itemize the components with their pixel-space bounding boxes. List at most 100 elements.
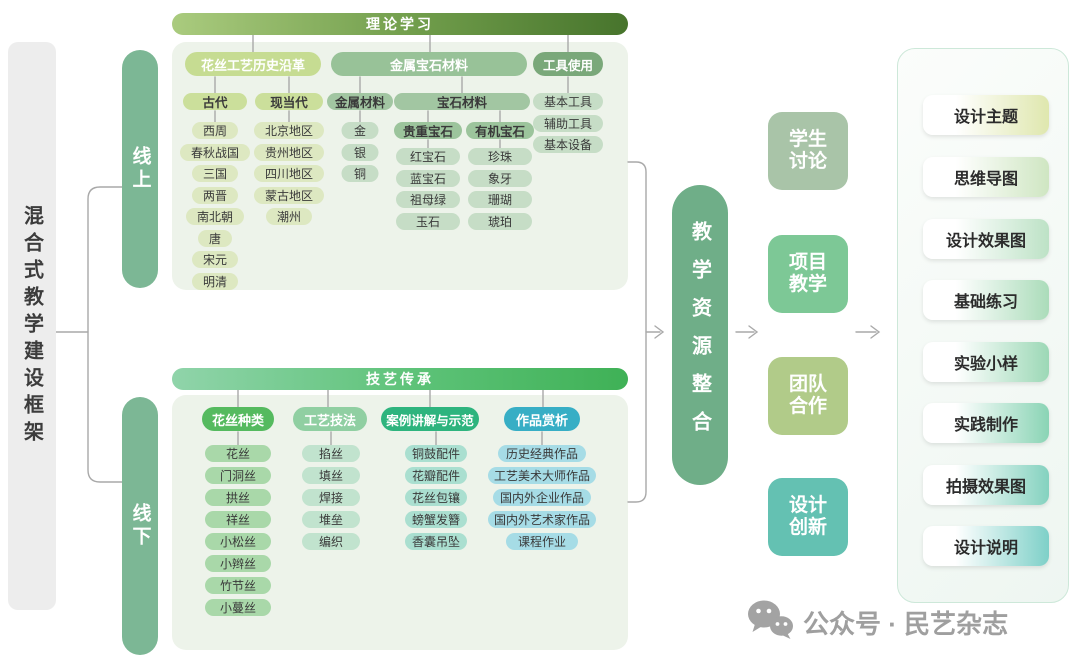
output-pill-design-theme: 设计主题 (923, 95, 1049, 135)
output-label: 实践制作 (953, 417, 1018, 434)
output-pill-practical-making: 实践制作 (923, 403, 1049, 443)
output-pill-experiment-sample: 实验小样 (923, 342, 1049, 382)
method-label-line1: 项目 (788, 251, 827, 273)
item-pill: 祥丝 (205, 511, 271, 528)
column-techniques-items: 掐丝 填丝 焊接 堆垒 编织 (302, 445, 360, 550)
item-pill: 焊接 (302, 489, 360, 506)
item-pill: 竹节丝 (205, 577, 271, 594)
theory-header-history: 花丝工艺历史沿革 (185, 52, 321, 76)
output-label: 拍摄效果图 (945, 479, 1026, 496)
method-label-line2: 创新 (788, 517, 827, 538)
integration-label: 教学资源整合 (688, 221, 711, 449)
header-precious: 贵重宝石 (394, 122, 462, 139)
item-pill: 三国 (191, 165, 239, 182)
output-pill-design-description: 设计说明 (923, 526, 1049, 566)
column-organic-items: 珍珠 象牙 珊瑚 琥珀 (468, 148, 532, 230)
item-pill: 珊瑚 (468, 191, 532, 208)
header-organic-label: 有机宝石 (474, 125, 525, 139)
header-gem-label: 宝石材料 (436, 96, 487, 110)
output-pill-photo-rendering: 拍摄效果图 (923, 465, 1049, 505)
column-cases-items: 铜鼓配件 花瓣配件 花丝包镶 螃蟹发簪 香囊吊坠 (405, 445, 467, 550)
method-box-student-discussion: 学生 讨论 (768, 112, 848, 190)
header-metal: 金属材料 (327, 93, 393, 110)
item-pill: 蓝宝石 (396, 169, 460, 187)
output-label: 设计说明 (953, 540, 1018, 557)
practice-header-appreciation: 作品赏析 (504, 407, 580, 431)
method-box-design-innovation: 设计 创新 (768, 478, 848, 556)
theory-title: 理论学习 (366, 16, 434, 32)
theory-header-tools: 工具使用 (533, 52, 603, 76)
column-modern-items: 北京地区 贵州地区 四川地区 蒙古地区 潮州 (253, 122, 325, 225)
method-label-line2: 讨论 (788, 151, 827, 172)
item-pill: 宋元 (191, 251, 239, 268)
method-label-line2: 合作 (788, 396, 827, 417)
branch-offline: 线下 (122, 397, 158, 655)
item-pill: 基本设备 (532, 136, 604, 153)
item-pill: 春秋战国 (179, 143, 251, 161)
item-pill: 基本工具 (532, 93, 604, 110)
header-ancient: 古代 (183, 93, 247, 110)
practice-header-types-label: 花丝种类 (211, 412, 264, 428)
item-pill: 历史经典作品 (497, 445, 587, 462)
output-label: 思维导图 (953, 171, 1018, 188)
method-label-line1: 设计 (788, 494, 827, 516)
header-ancient-label: 古代 (202, 96, 228, 110)
branch-online-label: 线上 (129, 146, 151, 192)
branch-offline-label: 线下 (129, 503, 151, 549)
item-pill: 国内外企业作品 (492, 489, 592, 506)
theory-header-materials-label: 金属宝石材料 (389, 57, 468, 73)
item-pill: 堆垒 (302, 511, 360, 528)
item-pill: 门洞丝 (205, 467, 271, 484)
item-pill: 铜鼓配件 (405, 445, 467, 462)
theory-title-bar: 理论学习 (172, 13, 628, 35)
column-ancient-items: 西周 春秋战国 三国 两晋 南北朝 唐 宋元 明清 (179, 122, 251, 290)
output-pill-basic-practice: 基础练习 (923, 280, 1049, 320)
item-pill: 花丝 (205, 445, 271, 462)
item-pill: 国内外艺术家作品 (487, 511, 597, 528)
header-modern-label: 现当代 (270, 96, 308, 110)
column-types-items: 花丝 门洞丝 拱丝 祥丝 小松丝 小辫丝 竹节丝 小蔓丝 (205, 445, 271, 616)
item-pill: 银 (341, 143, 379, 161)
item-pill: 祖母绿 (396, 191, 460, 208)
practice-header-cases: 案例讲解与示范 (381, 407, 479, 431)
item-pill: 拱丝 (205, 489, 271, 506)
item-pill: 琥珀 (468, 212, 532, 230)
item-pill: 明清 (191, 272, 239, 290)
root-title-box: 混合式教学建设框架 (8, 42, 56, 610)
outputs-panel (897, 48, 1069, 603)
root-title: 混合式教学建设框架 (20, 204, 43, 448)
item-pill: 两晋 (191, 186, 239, 204)
item-pill: 螃蟹发簪 (405, 511, 467, 528)
item-pill: 课程作业 (505, 533, 579, 550)
item-pill: 填丝 (302, 467, 360, 484)
output-label: 设计效果图 (945, 233, 1026, 250)
method-label-line1: 学生 (788, 128, 827, 150)
item-pill: 潮州 (265, 208, 313, 225)
header-metal-label: 金属材料 (334, 96, 385, 110)
column-appreciation-items: 历史经典作品 工艺美术大师作品 国内外企业作品 国内外艺术家作品 课程作业 (487, 445, 597, 550)
header-modern: 现当代 (255, 93, 323, 110)
wechat-icon (746, 598, 794, 647)
item-pill: 小辫丝 (205, 555, 271, 572)
practice-header-techniques: 工艺技法 (293, 407, 367, 431)
watermark: 公众号 · 民艺杂志 (746, 598, 1008, 647)
column-tools-items: 基本工具 辅助工具 基本设备 (532, 93, 604, 153)
practice-title: 技艺传承 (366, 371, 434, 387)
item-pill: 玉石 (396, 212, 460, 230)
theory-header-history-label: 花丝工艺历史沿革 (200, 57, 305, 73)
output-label: 基础练习 (953, 294, 1018, 311)
item-pill: 小蔓丝 (205, 599, 271, 616)
item-pill: 工艺美术大师作品 (487, 467, 597, 484)
practice-header-cases-label: 案例讲解与示范 (386, 413, 474, 428)
item-pill: 香囊吊坠 (405, 533, 467, 550)
item-pill: 唐 (197, 229, 233, 247)
item-pill: 西周 (191, 122, 239, 139)
item-pill: 小松丝 (205, 533, 271, 550)
method-label-line2: 教学 (788, 274, 827, 295)
method-box-team-cooperation: 团队 合作 (768, 357, 848, 435)
watermark-text: 公众号 · 民艺杂志 (803, 609, 1009, 639)
item-pill: 红宝石 (396, 148, 460, 165)
integration-bar: 教学资源整合 (672, 185, 728, 485)
header-gem: 宝石材料 (394, 93, 530, 110)
